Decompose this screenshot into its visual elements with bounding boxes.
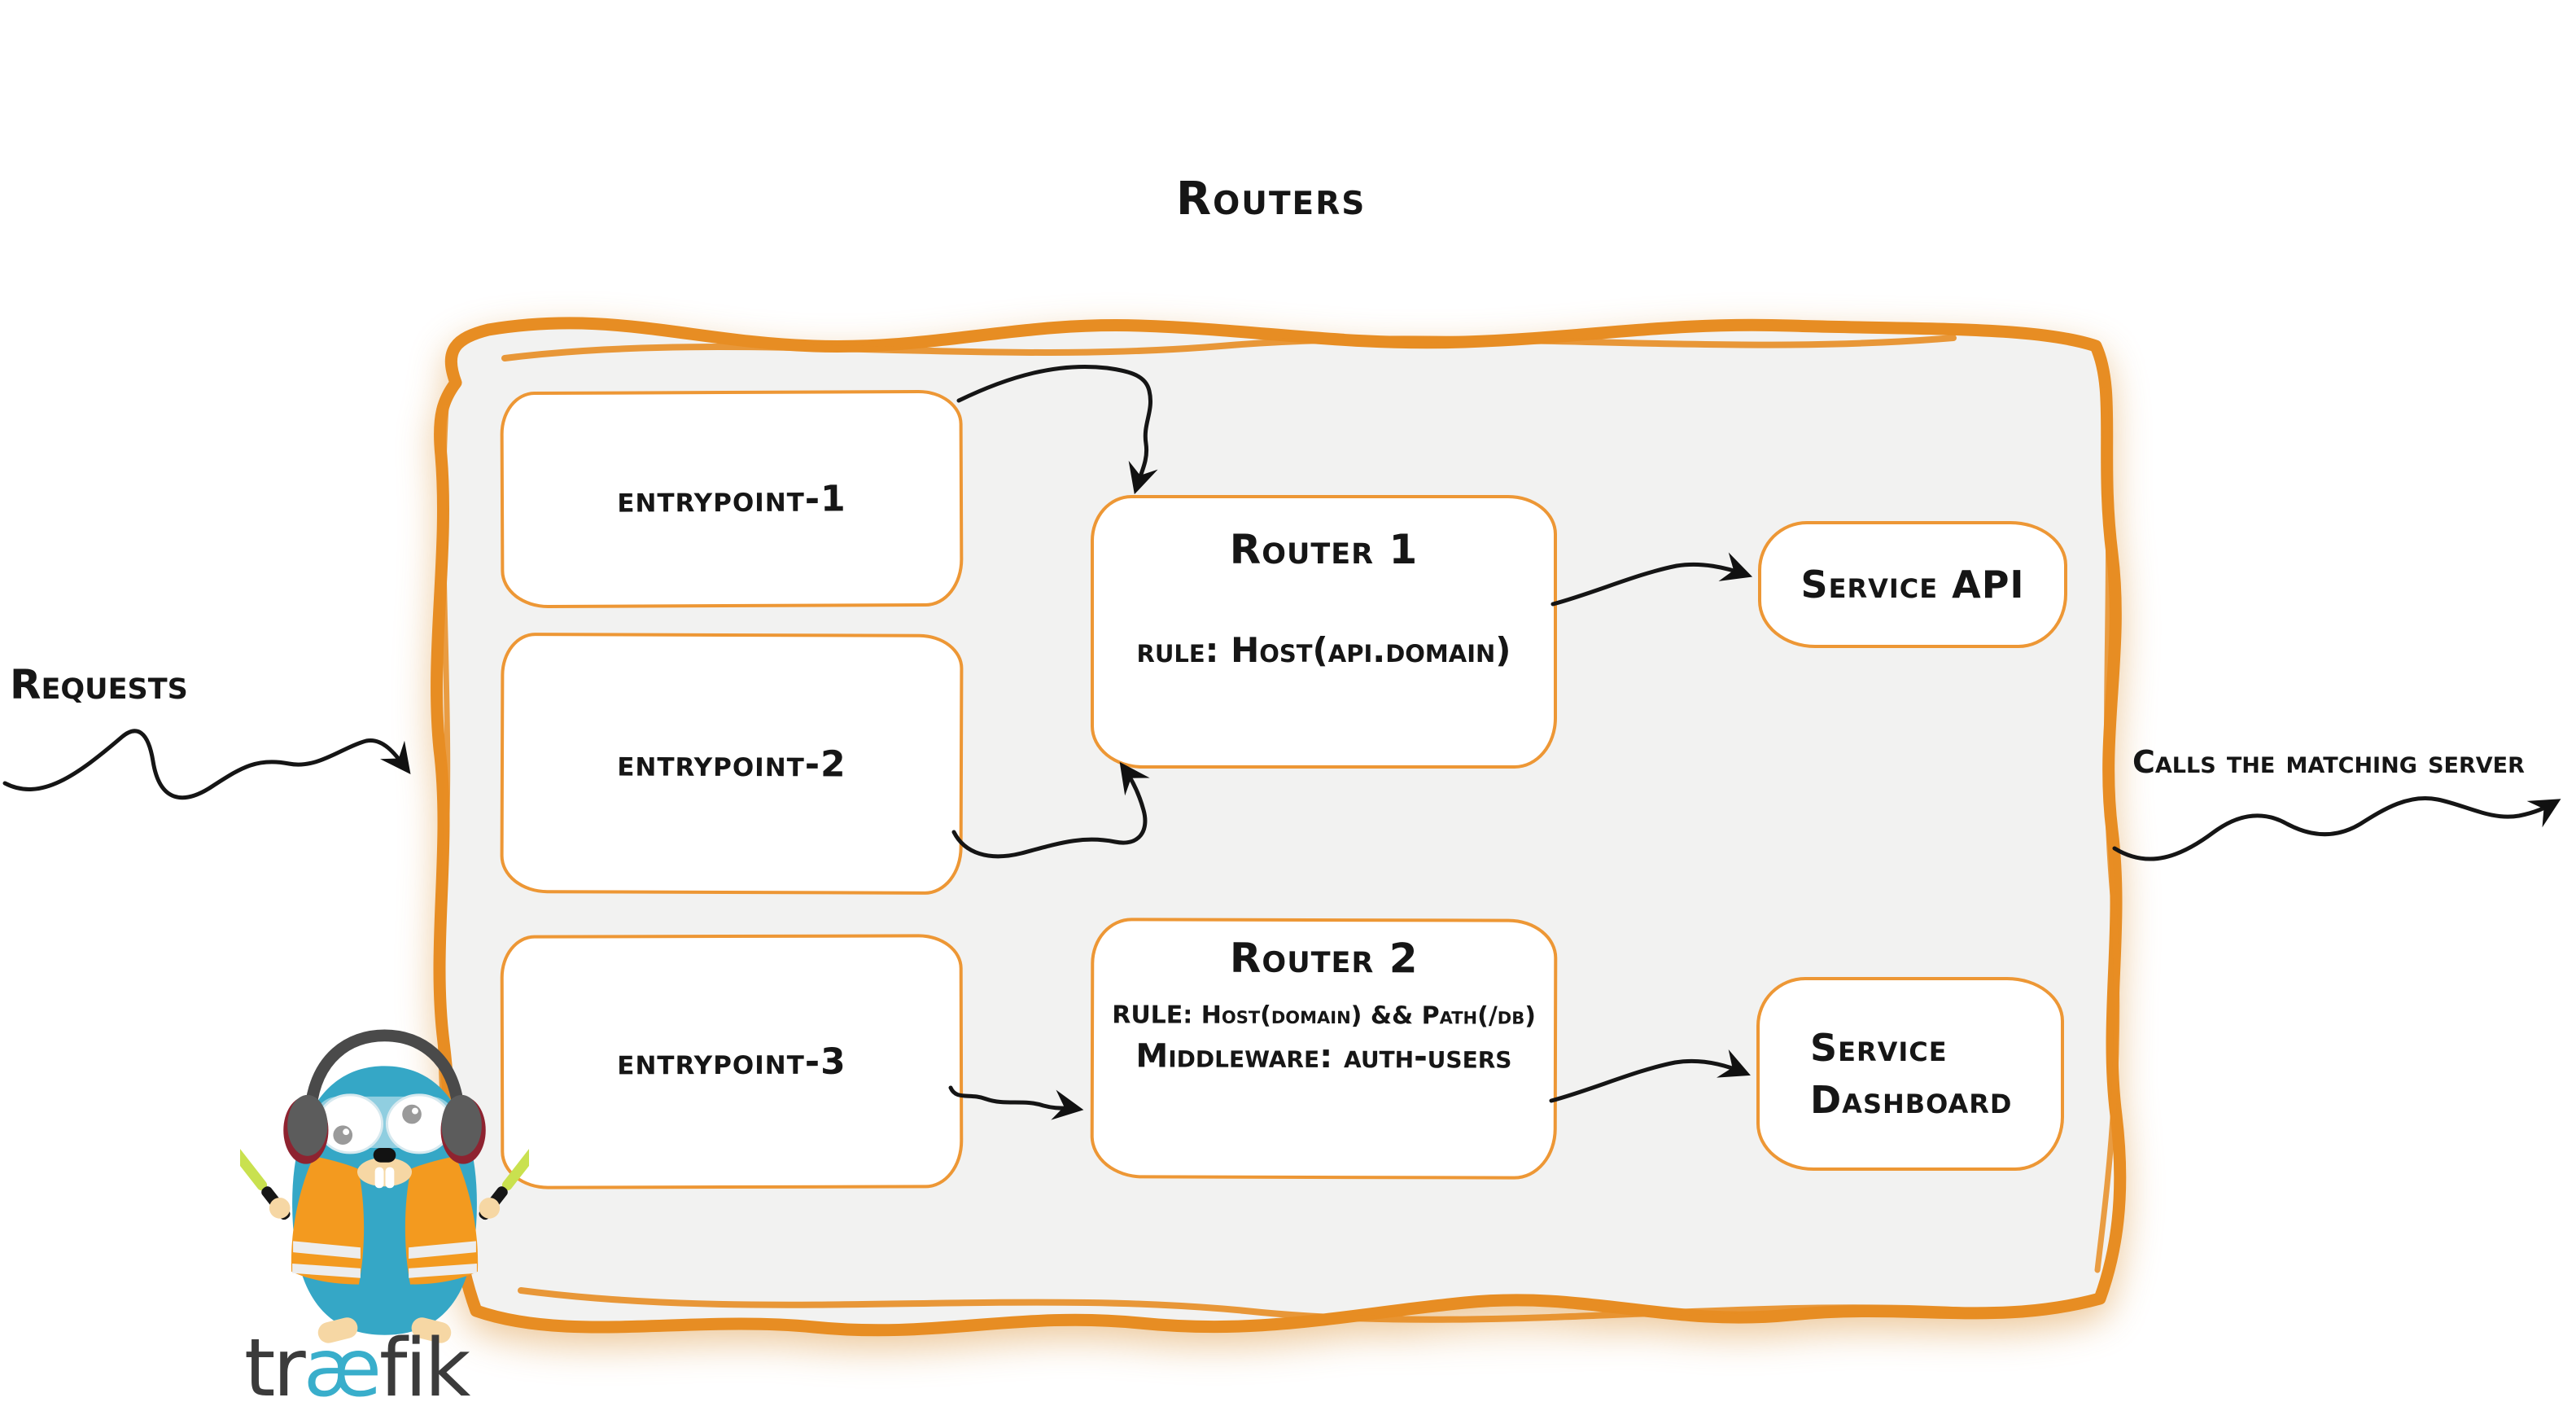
entrypoint-2-label: entrypoint-2	[617, 743, 846, 785]
page-title: Routers	[1176, 173, 1367, 226]
safety-vest	[291, 1155, 479, 1285]
headphones	[283, 1029, 486, 1164]
service-dashboard-label-line2: Dashboard	[1810, 1078, 2013, 1122]
traefik-wordmark: træfik	[244, 1329, 470, 1408]
entrypoint-3-node: entrypoint-3	[500, 934, 964, 1189]
calls-matching-server-label: Calls the matching server	[2132, 744, 2525, 780]
requests-label: Requests	[10, 661, 188, 708]
wordmark-pre: tr	[244, 1322, 306, 1415]
traefik-gopher-mascot	[240, 1029, 529, 1343]
brush-accent-right	[2094, 388, 2120, 1273]
gopher-feet	[317, 1317, 452, 1343]
router-2-title: Router 2	[1229, 934, 1419, 983]
router-2-node: Router 2 RULE: Host(domain) && Path(/db)…	[1090, 918, 1558, 1180]
router-1-title: Router 1	[1229, 526, 1419, 573]
brush-accent-bottom	[518, 1287, 1997, 1323]
entrypoint-1-node: entrypoint-1	[500, 389, 964, 609]
service-dashboard-label-line1: Service	[1810, 1025, 1948, 1070]
service-api-node: Service API	[1758, 521, 2067, 648]
goggles	[313, 1093, 456, 1154]
service-dashboard-node: Service Dashboard	[1756, 977, 2064, 1171]
router-2-rule: RULE: Host(domain) && Path(/db)	[1112, 1001, 1537, 1031]
entrypoint-3-label: entrypoint-3	[617, 1040, 846, 1083]
router-1-rule: rule: Host(api.domain)	[1136, 630, 1511, 670]
left-wand	[240, 1127, 291, 1220]
router-2-middleware: Middleware: auth-users	[1135, 1037, 1512, 1076]
entrypoint-2-node: entrypoint-2	[500, 633, 964, 895]
router-1-node: Router 1 rule: Host(api.domain)	[1091, 495, 1557, 769]
wordmark-post: fik	[378, 1322, 470, 1415]
right-wand	[479, 1127, 529, 1220]
gopher-face	[356, 1147, 413, 1189]
entrypoint-1-label: entrypoint-1	[617, 477, 846, 521]
wordmark-ligature: æ	[303, 1322, 382, 1415]
service-api-label: Service API	[1800, 563, 2025, 607]
brush-accent-top	[501, 335, 1957, 361]
